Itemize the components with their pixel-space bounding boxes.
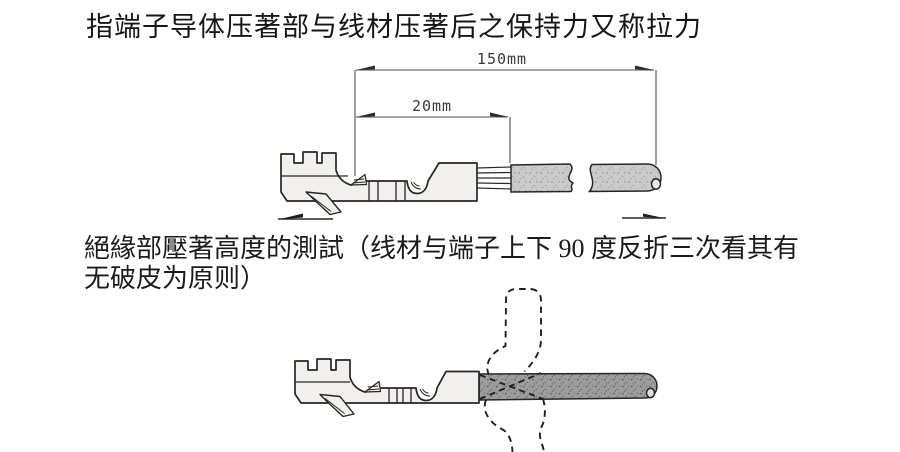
bend-test-note-line2: 无破皮为原则） [84,264,267,293]
pull-direction-arrow-left [278,213,333,220]
bend-test-note: 絕緣部壓著高度的測試（线材与端子上下 90 度反折三次看其有 无破皮为原则） [84,234,844,294]
pull-direction-arrow-right [622,213,666,219]
bent-wire-down-dashed [483,398,546,452]
dimension-20mm: 20mm [356,97,511,163]
bend-test-note-line1: 絕緣部壓著高度的測試（线材与端子上下 90 度反折三次看其有 [84,234,800,263]
bend-test-wire-drawing [478,372,658,401]
terminal-drawing [280,151,478,216]
bend-test-diagram [294,288,658,452]
dimension-label-150mm: 150mm [477,50,527,68]
page-title: 指端子导体压著部与线材压著后之保持力又称拉力 [86,12,702,42]
pull-test-diagram: 150mm 20mm [278,50,666,220]
terminal-drawing-2 [294,358,480,418]
dimension-150mm: 150mm [354,50,657,176]
wire-strands [476,166,512,190]
insulated-wire-drawing [510,163,662,193]
dimension-label-20mm: 20mm [412,97,452,115]
bent-wire-cross-dashed [479,372,544,400]
bent-wire-up-dashed [486,288,542,376]
